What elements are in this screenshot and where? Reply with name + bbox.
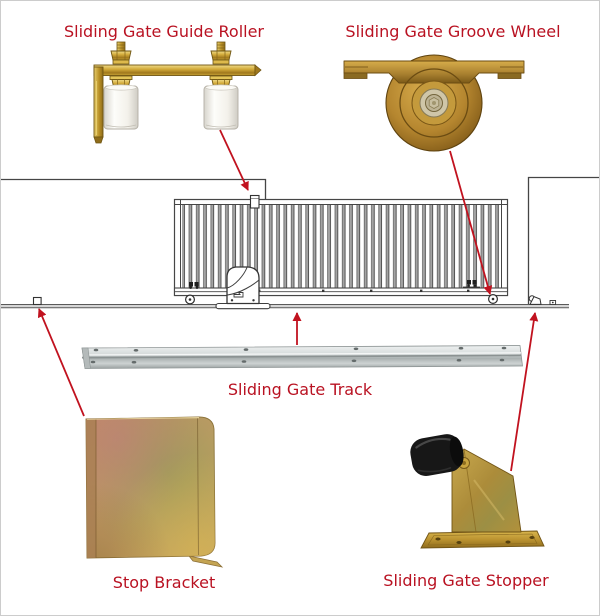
gate bbox=[173, 198, 509, 297]
gate-latch-right bbox=[463, 280, 480, 288]
stop-bracket-marker bbox=[32, 296, 42, 306]
gate-wheel-right bbox=[488, 294, 499, 305]
rail-bolt-marks bbox=[232, 289, 470, 292]
stopper-photo bbox=[410, 434, 545, 549]
label-guide-roller: Sliding Gate Guide Roller bbox=[63, 22, 265, 41]
gate-latch-left bbox=[189, 282, 199, 289]
stopper-marker bbox=[528, 295, 557, 305]
guide-roller-photo bbox=[93, 41, 262, 144]
ground-track-line bbox=[1, 304, 569, 309]
right-wall bbox=[527, 176, 599, 304]
track-screw-holes bbox=[90, 346, 507, 364]
label-groove-wheel: Sliding Gate Groove Wheel bbox=[345, 22, 561, 41]
groove-wheel-photo bbox=[343, 54, 525, 152]
gate-motor bbox=[215, 266, 271, 310]
stop-bracket-photo bbox=[85, 416, 224, 568]
arrow-groove-wheel bbox=[449, 150, 493, 295]
rubber-stopper-cap bbox=[410, 434, 464, 477]
left-wall bbox=[1, 178, 267, 200]
label-stop-bracket: Stop Bracket bbox=[112, 573, 216, 592]
label-track: Sliding Gate Track bbox=[227, 380, 373, 399]
guide-roller-marker bbox=[249, 194, 260, 209]
track-photo bbox=[81, 345, 523, 369]
gate-wheel-left bbox=[185, 294, 196, 305]
label-stopper: Sliding Gate Stopper bbox=[383, 571, 549, 590]
